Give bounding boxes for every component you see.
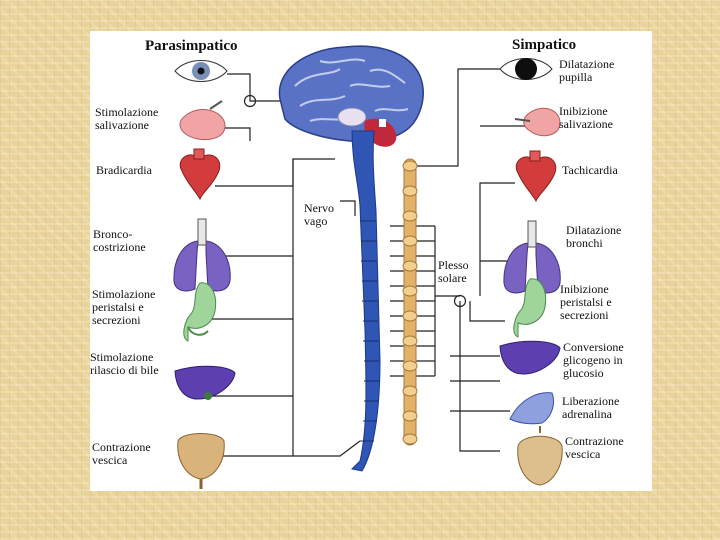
salivary-gland-left-icon: [179, 100, 226, 141]
label-left-lungs: Bronco- costrizione: [93, 227, 146, 254]
lungs-left-icon: [173, 218, 231, 292]
label-right-heart: Tachicardia: [562, 163, 618, 177]
label-left-stomach: Stimolazione peristalsi e secrezioni: [92, 287, 156, 327]
label-left-heart: Bradicardia: [96, 163, 152, 177]
label-right-liver: Conversione glicogeno in glucosio: [563, 340, 624, 380]
adrenal-gland-right-icon: [509, 392, 555, 425]
label-left-liver: Stimolazione rilascio di bile: [90, 350, 159, 377]
label-vagus-nerve: Nervo vago: [304, 201, 334, 228]
line-right-trunk: [459, 301, 500, 452]
vagus-tick: [340, 200, 356, 216]
salivary-gland-right-icon: [514, 107, 561, 137]
label-solar-plexus: Plesso solare: [438, 258, 469, 285]
line-right-heart: [479, 182, 515, 296]
line-right-stomach: [469, 301, 505, 322]
ganglion-plexus: [453, 294, 467, 308]
line-left-saliva: [225, 127, 251, 141]
label-left-salivation: Stimolazione salivazione: [95, 105, 159, 132]
ganglion-left: [243, 94, 257, 108]
label-right-bladder: Contrazione vescica: [565, 434, 624, 461]
line-left-trunk: [292, 159, 361, 457]
parasympathetic-header: Parasimpatico: [145, 38, 238, 54]
eye-left-icon: [174, 60, 228, 82]
brain-icon: [278, 45, 424, 147]
label-right-lungs: Dilatazione bronchi: [566, 223, 622, 250]
bladder-right-icon: [517, 426, 563, 486]
ganglion-connectors: [390, 225, 460, 377]
sympathetic-chain: [402, 158, 418, 446]
heart-right-icon: [515, 150, 557, 203]
nervous-system-diagram: [173, 45, 563, 489]
heart-left-icon: [179, 148, 221, 201]
stomach-right-icon: [513, 278, 547, 338]
label-right-adrenal: Liberazione adrenalina: [562, 394, 620, 421]
sympathetic-header: Simpatico: [512, 37, 577, 53]
line-left-heart: [215, 158, 335, 187]
lungs-right-icon: [503, 220, 561, 294]
label-right-stomach: Inibizione peristalsi e secrezioni: [560, 282, 612, 322]
spinal-cord-segments: [360, 220, 379, 442]
label-left-bladder: Contrazione vescica: [92, 440, 151, 467]
line-right-pupil: [410, 68, 500, 167]
liver-left-icon: [174, 365, 236, 400]
bladder-left-icon: [177, 433, 225, 489]
label-right-salivation: Inibizione salivazione: [559, 104, 613, 131]
liver-right-icon: [499, 340, 561, 375]
diagram-panel: Parasimpatico Simpatico Stimolazione sal…: [90, 31, 652, 491]
label-right-pupil: Dilatazione pupilla: [559, 57, 615, 84]
stomach-left-icon: [183, 282, 217, 342]
eye-right-icon: [499, 58, 553, 80]
